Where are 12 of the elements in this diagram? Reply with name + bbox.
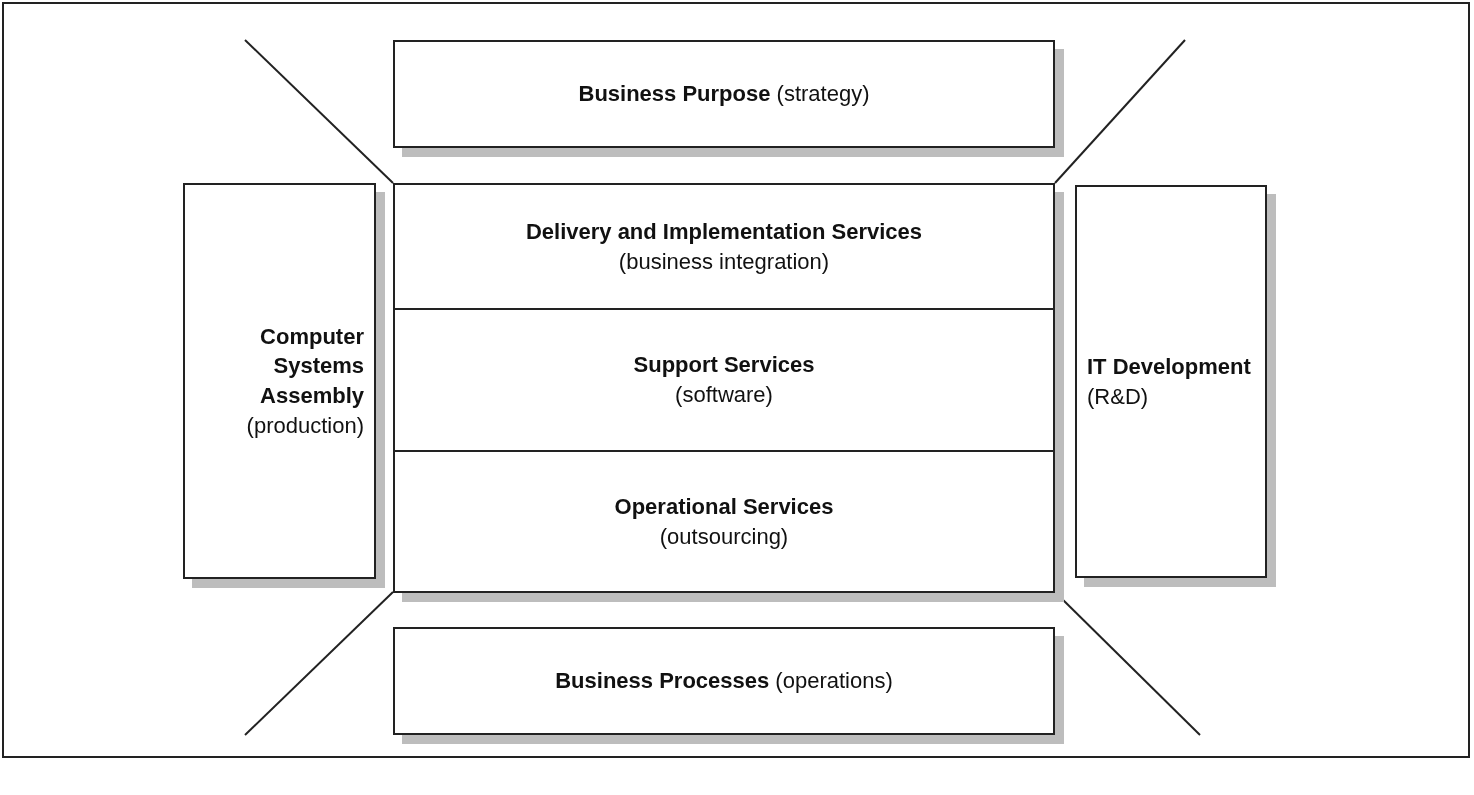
heading-text: Support Services	[632, 351, 816, 380]
heading-text: IT Development	[1087, 352, 1252, 381]
label-text: Business Processes (operations)	[554, 667, 894, 696]
label-text: (R&D)	[1087, 382, 1150, 411]
heading-text: Delivery and Implementation Services	[524, 217, 924, 246]
heading-text: Operational Services	[613, 492, 835, 521]
label-text: Business Purpose (strategy)	[577, 80, 871, 109]
label-text: (outsourcing)	[658, 522, 790, 551]
heading-text: Computer Systems Assembly	[259, 322, 364, 410]
label-text: (business integration)	[617, 247, 831, 276]
label-text: (production)	[245, 411, 364, 440]
label-text: (software)	[674, 381, 774, 409]
